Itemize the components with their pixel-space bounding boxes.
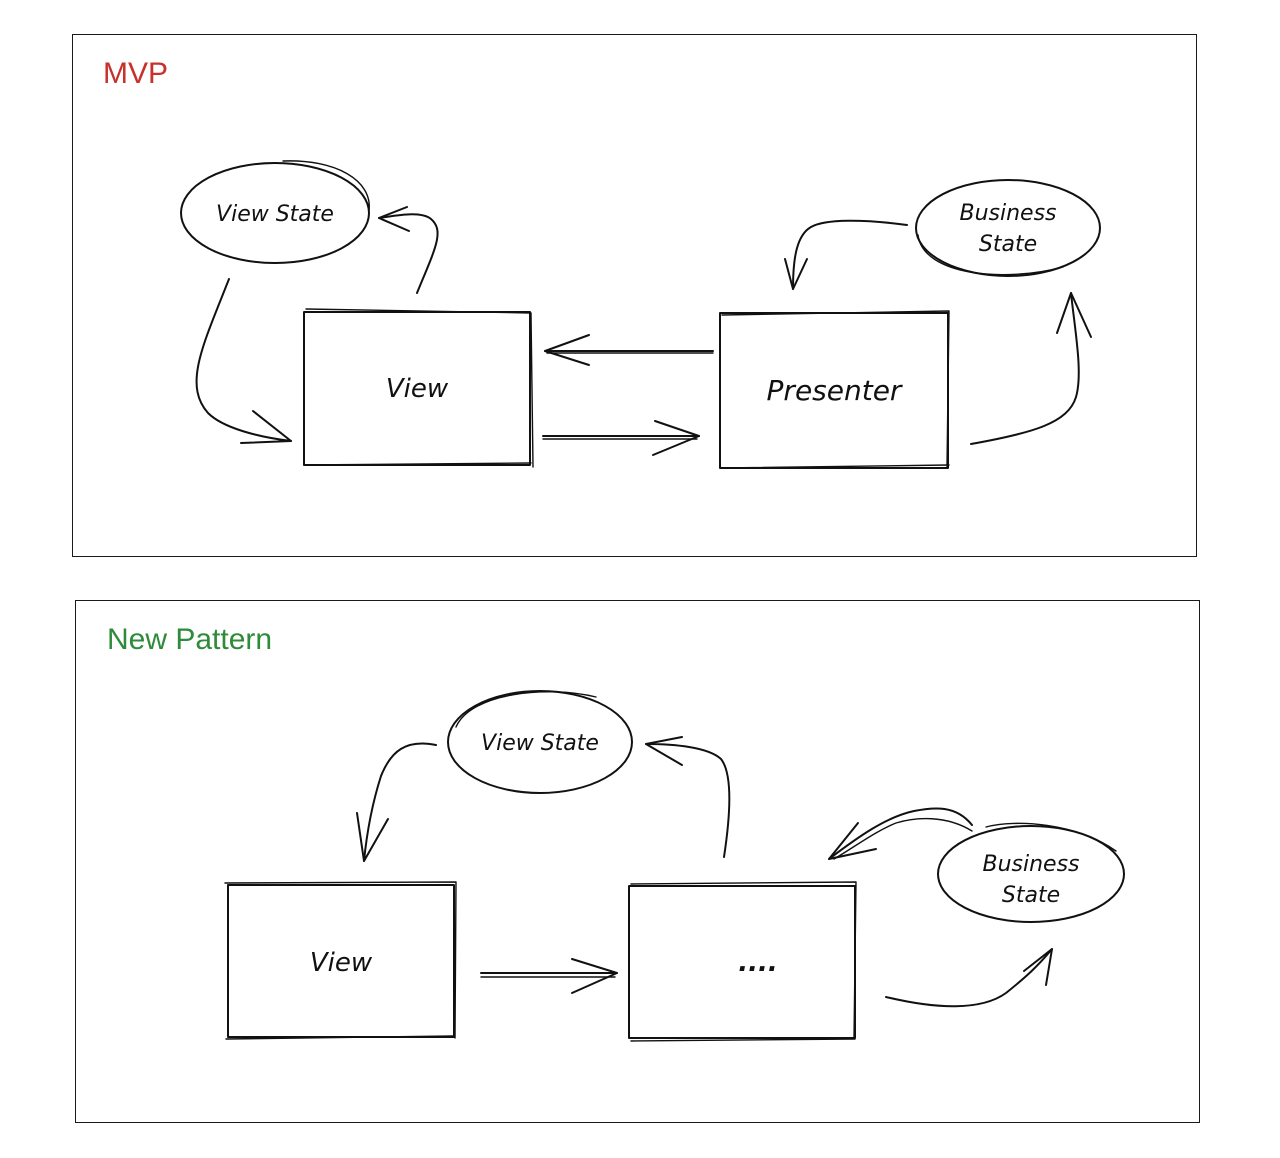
mvp-diagram: View State Business State View Presenter bbox=[180, 160, 1101, 469]
np-view-state-node: View State bbox=[447, 690, 633, 794]
mvp-arrow-business-to-presenter bbox=[784, 219, 908, 290]
mvp-view-box: View bbox=[303, 308, 534, 468]
mvp-arrow-view-to-presenter bbox=[542, 420, 700, 456]
mvp-arrow-presenter-to-view bbox=[544, 334, 714, 366]
mvp-presenter-box: Presenter bbox=[719, 310, 950, 469]
mvp-business-state-label-2: State bbox=[979, 232, 1037, 257]
np-arrow-middle-to-viewstate bbox=[645, 736, 731, 858]
mvp-view-state-node: View State bbox=[180, 160, 370, 264]
mvp-arrow-presenter-to-business bbox=[970, 292, 1092, 445]
np-middle-label: .... bbox=[738, 948, 778, 978]
mvp-panel: MVP View State Business State View Prese… bbox=[72, 34, 1197, 557]
new-pattern-diagram: View State Business State View .... bbox=[224, 690, 1125, 1042]
np-view-label: View bbox=[310, 948, 373, 978]
mvp-presenter-label: Presenter bbox=[767, 374, 903, 407]
new-pattern-panel: New Pattern View State Business State Vi… bbox=[75, 600, 1200, 1123]
mvp-title: MVP bbox=[103, 57, 169, 90]
mvp-view-label: View bbox=[386, 374, 449, 404]
np-business-state-node: Business State bbox=[937, 822, 1125, 923]
np-arrow-middle-to-business bbox=[885, 948, 1053, 1008]
mvp-view-state-label: View State bbox=[216, 202, 334, 227]
np-view-state-label: View State bbox=[481, 731, 599, 756]
new-pattern-title: New Pattern bbox=[107, 623, 273, 656]
np-business-state-label-2: State bbox=[1002, 883, 1060, 908]
np-middle-box: .... bbox=[628, 881, 857, 1042]
mvp-arrow-view-to-viewstate bbox=[378, 206, 439, 294]
np-view-box: View bbox=[224, 881, 457, 1040]
np-arrow-view-to-middle bbox=[480, 958, 618, 994]
np-arrow-viewstate-to-view bbox=[356, 742, 437, 862]
mvp-business-state-node: Business State bbox=[915, 179, 1101, 277]
mvp-business-state-label-1: Business bbox=[959, 201, 1056, 226]
np-business-state-label-1: Business bbox=[982, 852, 1079, 877]
np-arrow-business-to-middle bbox=[828, 807, 973, 860]
mvp-arrow-viewstate-to-view bbox=[195, 278, 292, 444]
